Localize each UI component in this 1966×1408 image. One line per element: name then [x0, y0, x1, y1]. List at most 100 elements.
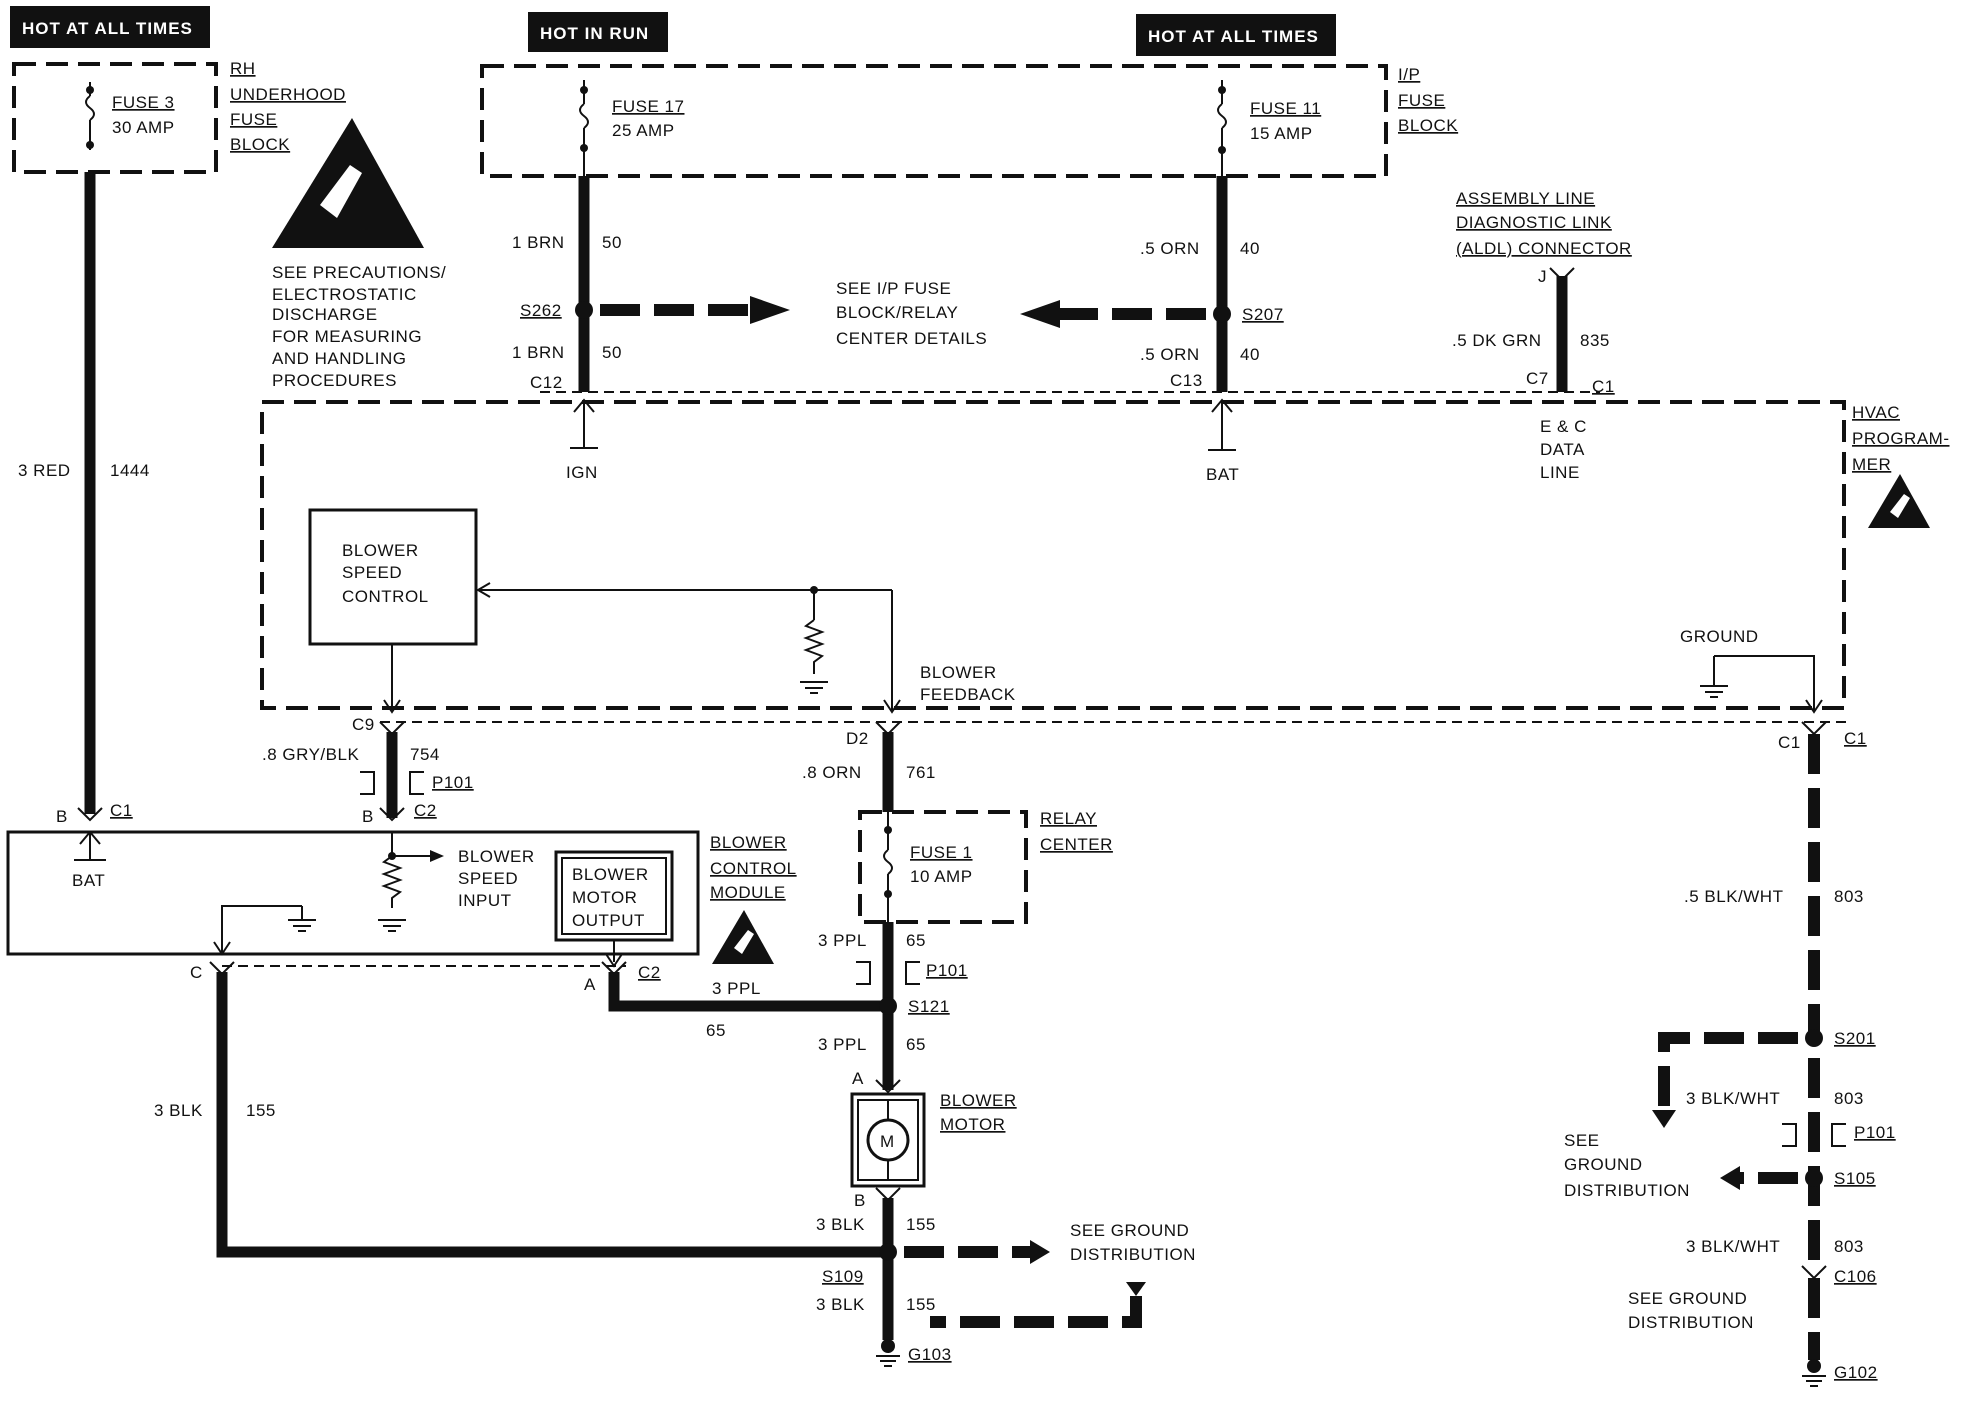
ground-g103: G103 — [876, 1339, 951, 1367]
blocks-hvac-0-label: HVAC — [1852, 403, 1900, 422]
internal-bat-top-label: BAT — [1206, 465, 1239, 484]
notes-esd-3-label: FOR MEASURING — [272, 327, 422, 346]
blocks-blower-motor-0-label: BLOWER — [940, 1091, 1017, 1110]
wires-w40a-num-label: 40 — [1240, 239, 1260, 258]
wires-w803b-color-label: 3 BLK/WHT — [1686, 1089, 1780, 1108]
hvac-programmer-label: HVAC PROGRAM- MER — [1852, 403, 1950, 474]
pullup-resistor — [803, 619, 825, 674]
blocks-rh-fuse-block-2-label: FUSE — [230, 110, 277, 129]
aldl-connector-label: ASSEMBLY LINE DIAGNOSTIC LINK (ALDL) CON… — [1456, 189, 1631, 258]
notes-esd-2-label: DISCHARGE — [272, 305, 378, 324]
notes-ip-fuse-details-2-label: CENTER DETAILS — [836, 329, 987, 348]
ip-fuse-block-outline — [480, 64, 1388, 178]
connectors-c1-right-pin-label: C1 — [1778, 733, 1801, 752]
wires-w761-num-label: 761 — [906, 763, 936, 782]
wires-w65a-color-label: 3 PPL — [712, 979, 761, 998]
blocks-blower-control-module-0-label: BLOWER — [710, 833, 787, 852]
ground-dist-note-center: SEE GROUND DISTRIBUTION — [1070, 1221, 1196, 1264]
wires-w754-num-label: 754 — [410, 745, 440, 764]
ip-fuse-block-label: I/P FUSE BLOCK — [1398, 65, 1458, 135]
fuses-fuse17-rating-label: 25 AMP — [612, 121, 675, 140]
blower-speed-control: BLOWER SPEED CONTROL — [308, 508, 478, 646]
relay-center-label: RELAY CENTER — [1040, 809, 1112, 854]
internal-blower-speed-input-0-label: BLOWER — [458, 847, 535, 866]
connector-p101-right: P101 — [1782, 1123, 1895, 1147]
wires-w50a-num-label: 50 — [602, 233, 622, 252]
bat-input-module: BAT — [72, 830, 106, 890]
wires-w65c-color-label: 3 PPL — [818, 1035, 867, 1054]
connectors-c-pin-label: C — [190, 963, 203, 982]
header-hot-at-all-times-right: HOT AT ALL TIMES — [1136, 14, 1336, 56]
internal-blower-speed-input-2-label: INPUT — [458, 891, 512, 910]
fuse-3: FUSE 3 30 AMP — [85, 82, 174, 150]
connectors-a-pin-label: A — [584, 975, 596, 994]
connectors-c1-right-label: C1 — [1844, 729, 1867, 748]
blocks-ip-fuse-block-0-label: I/P — [1398, 65, 1420, 84]
internal-ec-data-line-1-label: DATA — [1540, 440, 1585, 459]
notes-ground-dist-right2-0-label: SEE GROUND — [1628, 1289, 1747, 1308]
hvac-esd-icon — [1868, 474, 1930, 528]
esd-warning-icon — [272, 118, 424, 248]
wires-w754-color-label: .8 GRY/BLK — [262, 745, 359, 764]
ground-dist-note-right2: SEE GROUND DISTRIBUTION — [1628, 1289, 1754, 1332]
s109-return-line — [930, 1296, 1142, 1328]
blocks-blower-motor-1-label: MOTOR — [940, 1115, 1005, 1134]
internal-bat-module-label: BAT — [72, 871, 105, 890]
internal-blower-speed-control-0-label: BLOWER — [342, 541, 419, 560]
notes-esd-5-label: PROCEDURES — [272, 371, 397, 390]
connectors-b-left-label: B — [56, 807, 68, 826]
wires-w155b-color-label: 3 BLK — [816, 1215, 865, 1234]
wires-w803a-num-label: 803 — [1834, 887, 1864, 906]
blocks-hvac-1-label: PROGRAM- — [1852, 429, 1950, 448]
s262-arrow-head — [750, 296, 790, 324]
wires-w40b-color-label: .5 ORN — [1140, 345, 1200, 364]
connectors-motor-a-label: A — [852, 1069, 864, 1088]
bat-input-top: BAT — [1206, 398, 1239, 484]
wires-w65b-num-label: 65 — [906, 931, 926, 950]
splice-s105 — [1805, 1169, 1823, 1187]
notes-ground-dist-right2-1-label: DISTRIBUTION — [1628, 1313, 1754, 1332]
connectors-c9-label: C9 — [352, 715, 375, 734]
connectors-c1-left-label: C1 — [110, 801, 133, 820]
ground-symbol-2 — [1700, 685, 1728, 698]
connectors-c106-label: C106 — [1834, 1267, 1877, 1286]
blocks-rh-fuse-block-3-label: BLOCK — [230, 135, 290, 154]
wire-155-module-ground — [216, 972, 888, 1258]
hvac-programmer-outline — [260, 400, 1846, 710]
fuses-fuse1-rating-label: 10 AMP — [910, 867, 973, 886]
internal-blower-speed-control-1-label: SPEED — [342, 563, 402, 582]
splice-s207 — [1213, 305, 1231, 323]
connectors-c12-label: C12 — [530, 373, 563, 392]
wires-w155c-num-label: 155 — [906, 1295, 936, 1314]
internal-ground-label: GROUND — [1680, 627, 1759, 646]
notes-ground-dist-center-1-label: DISTRIBUTION — [1070, 1245, 1196, 1264]
blocks-ip-fuse-block-2-label: BLOCK — [1398, 116, 1458, 135]
speed-input-arrow — [430, 850, 444, 862]
blower-control-module-label: BLOWER CONTROL MODULE — [710, 833, 796, 902]
s109-ground-dist-arrow — [1030, 1240, 1050, 1264]
blower-motor-output: BLOWER MOTOR OUTPUT — [554, 850, 674, 942]
header-hot-at-all-times-left: HOT AT ALL TIMES — [10, 6, 210, 48]
wires-w803c-color-label: 3 BLK/WHT — [1686, 1237, 1780, 1256]
connectors-c7-label: C7 — [1526, 369, 1549, 388]
splice-s121 — [879, 997, 897, 1015]
connectors-s121-label: S121 — [908, 997, 950, 1016]
connectors-c1-top-label: C1 — [1592, 377, 1615, 396]
fuse-11: FUSE 11 15 AMP — [1217, 80, 1321, 176]
blocks-hvac-2-label: MER — [1852, 455, 1891, 474]
connectors-p101-a-label: P101 — [432, 773, 474, 792]
ground-dist-center-marker — [1126, 1282, 1146, 1296]
ground-symbol-4 — [288, 919, 316, 932]
rh-fuse-block-label: RH UNDERHOOD FUSE BLOCK — [230, 59, 345, 154]
blocks-ip-fuse-block-1-label: FUSE — [1398, 91, 1445, 110]
ground-dist-note-right1: SEE GROUND DISTRIBUTION — [1564, 1131, 1689, 1200]
ground-g102: G102 — [1802, 1359, 1877, 1387]
wires-w65c-num-label: 65 — [906, 1035, 926, 1054]
wires-w1444-num-label: 1444 — [110, 461, 150, 480]
s207-arrow-head — [1020, 300, 1060, 328]
s201-ground-arrow — [1652, 1110, 1676, 1128]
connector-p101-top: P101 — [360, 771, 474, 795]
notes-ground-dist-right1-0-label: SEE — [1564, 1131, 1600, 1150]
wires-w65b-color-label: 3 PPL — [818, 931, 867, 950]
